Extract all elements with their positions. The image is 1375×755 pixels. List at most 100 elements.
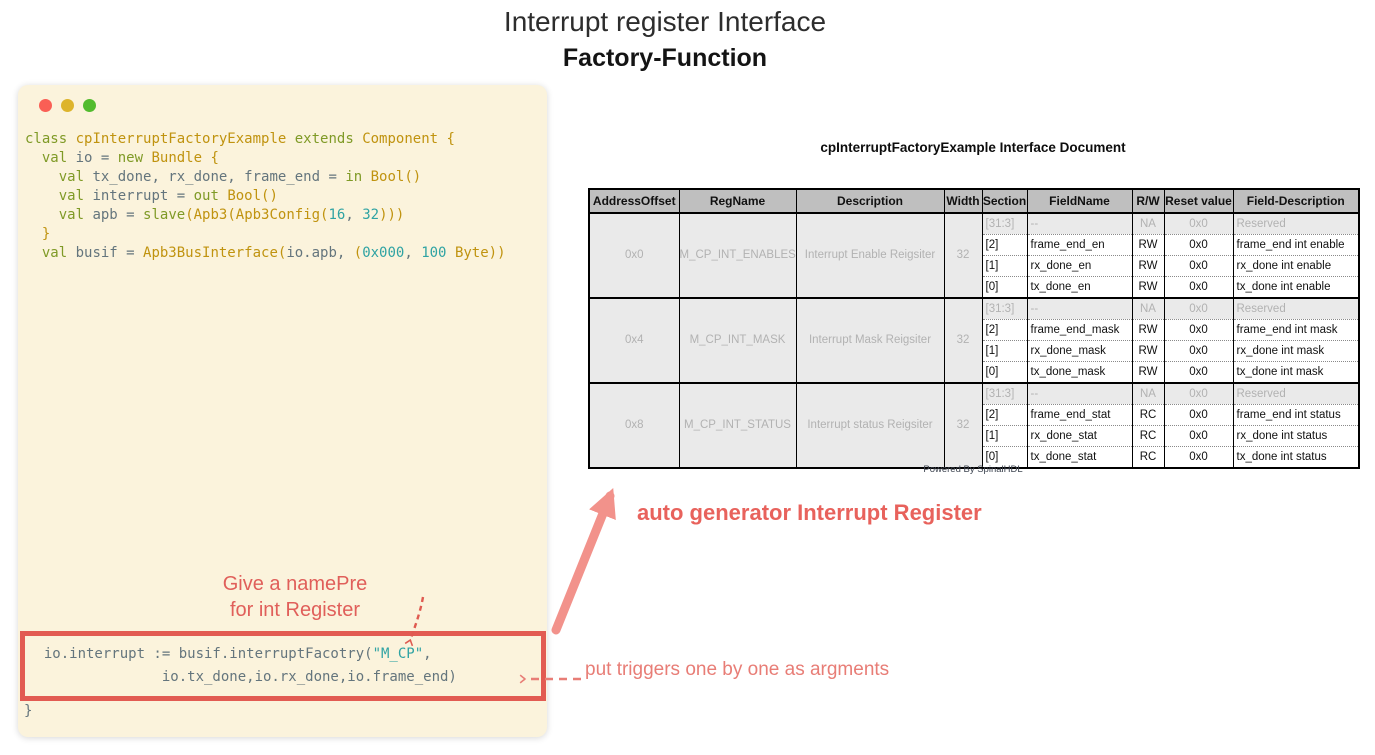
- table-cell: [1]: [981, 255, 1027, 277]
- table-cell: M_CP_INT_ENABLES: [678, 212, 796, 298]
- table-cell: tx_done int mask: [1232, 361, 1359, 383]
- table-cell: frame_end_stat: [1026, 404, 1132, 426]
- table-cell: [31:3]: [981, 382, 1027, 405]
- code-editor-window: class cpInterruptFactoryExample extends …: [18, 85, 547, 737]
- code-line: io.tx_done,io.rx_done,io.frame_end): [27, 669, 457, 685]
- table-cell: frame_end int mask: [1232, 319, 1359, 341]
- table-cell: [1]: [981, 340, 1027, 362]
- table-cell: tx_done int enable: [1232, 276, 1359, 298]
- table-cell: 0x0: [1163, 425, 1233, 447]
- code-line: val busif = Apb3BusInterface(io.apb, (0x…: [41, 245, 506, 261]
- table-cell: RW: [1131, 276, 1164, 298]
- code-line: val io = new Bundle {: [41, 150, 219, 166]
- table-cell: 32: [943, 382, 982, 468]
- table-cell: 0x0: [1163, 446, 1233, 468]
- code-line: io.interrupt := busif.interruptFacotry("…: [27, 646, 432, 662]
- annotation-auto-generator: auto generator Interrupt Register: [637, 500, 982, 525]
- table-cell: 0x0: [1163, 340, 1233, 362]
- minimize-button[interactable]: [61, 99, 74, 112]
- table-cell: 0x0: [1163, 276, 1233, 298]
- column-header: Width: [943, 189, 982, 214]
- table-cell: RW: [1131, 255, 1164, 277]
- table-cell: [0]: [981, 276, 1027, 298]
- table-cell: RW: [1131, 234, 1164, 256]
- table-cell: rx_done int enable: [1232, 255, 1359, 277]
- column-header: Field-Description: [1232, 189, 1359, 214]
- column-header: Reset value: [1163, 189, 1233, 214]
- code-line: val apb = slave(Apb3(Apb3Config(16, 32))…: [58, 207, 405, 223]
- closing-brace: }: [24, 703, 33, 719]
- highlight-box: io.interrupt := busif.interruptFacotry("…: [20, 631, 546, 701]
- table-cell: --: [1026, 212, 1132, 235]
- window-controls: [39, 99, 96, 112]
- table-cell: 0x0: [1163, 212, 1233, 235]
- table-cell: Interrupt status Reigsiter: [795, 382, 944, 468]
- annotation-name-pre-line2: for int Register: [229, 599, 361, 621]
- table-cell: [31:3]: [981, 212, 1027, 235]
- close-button[interactable]: [39, 99, 52, 112]
- table-cell: [1]: [981, 425, 1027, 447]
- table-cell: tx_done_en: [1026, 276, 1132, 298]
- table-cell: 0x0: [588, 212, 679, 298]
- column-header: FieldName: [1026, 189, 1132, 214]
- table-cell: tx_done int status: [1232, 446, 1359, 468]
- column-header: RegName: [678, 189, 796, 214]
- table-cell: --: [1026, 297, 1132, 320]
- table-cell: rx_done_en: [1026, 255, 1132, 277]
- code-block-top: class cpInterruptFactoryExample extends …: [25, 130, 506, 263]
- column-header: Section: [981, 189, 1027, 214]
- table-cell: RC: [1131, 404, 1164, 426]
- table-cell: [2]: [981, 234, 1027, 256]
- table-cell: [0]: [981, 446, 1027, 468]
- table-cell: rx_done int status: [1232, 425, 1359, 447]
- table-cell: [2]: [981, 319, 1027, 341]
- table-cell: [0]: [981, 361, 1027, 383]
- column-header: R/W: [1131, 189, 1164, 214]
- table-cell: Reserved: [1232, 212, 1359, 235]
- table-cell: --: [1026, 382, 1132, 405]
- table-cell: tx_done_mask: [1026, 361, 1132, 383]
- table-cell: Interrupt Enable Reigsiter: [795, 212, 944, 298]
- table-cell: Interrupt Mask Reigsiter: [795, 297, 944, 383]
- arrow-to-table: [551, 487, 616, 635]
- table-cell: RC: [1131, 425, 1164, 447]
- table-cell: 0x0: [1163, 404, 1233, 426]
- table-cell: rx_done_mask: [1026, 340, 1132, 362]
- table-cell: tx_done_stat: [1026, 446, 1132, 468]
- table-cell: 0x4: [588, 297, 679, 383]
- column-header: AddressOffset: [588, 189, 679, 214]
- annotation-name-pre-line1: Give a namePre: [222, 573, 368, 595]
- table-cell: RC: [1131, 446, 1164, 468]
- table-cell: 0x8: [588, 382, 679, 468]
- table-cell: frame_end_en: [1026, 234, 1132, 256]
- page-subtitle: Factory-Function: [562, 44, 768, 72]
- annotation-put-triggers: put triggers one by one as argments: [585, 659, 890, 680]
- table-cell: NA: [1131, 297, 1164, 320]
- table-cell: 32: [943, 212, 982, 298]
- table-cell: M_CP_INT_MASK: [678, 297, 796, 383]
- maximize-button[interactable]: [83, 99, 96, 112]
- table-title: cpInterruptFactoryExample Interface Docu…: [820, 140, 1126, 155]
- table-cell: 0x0: [1163, 319, 1233, 341]
- table-cell: 0x0: [1163, 361, 1233, 383]
- table-cell: rx_done_stat: [1026, 425, 1132, 447]
- table-cell: RW: [1131, 319, 1164, 341]
- page-title: Interrupt register Interface: [503, 6, 827, 37]
- table-cell: frame_end int status: [1232, 404, 1359, 426]
- table-cell: 0x0: [1163, 382, 1233, 405]
- table-cell: [2]: [981, 404, 1027, 426]
- code-line: val interrupt = out Bool(): [58, 188, 278, 204]
- table-cell: Reserved: [1232, 297, 1359, 320]
